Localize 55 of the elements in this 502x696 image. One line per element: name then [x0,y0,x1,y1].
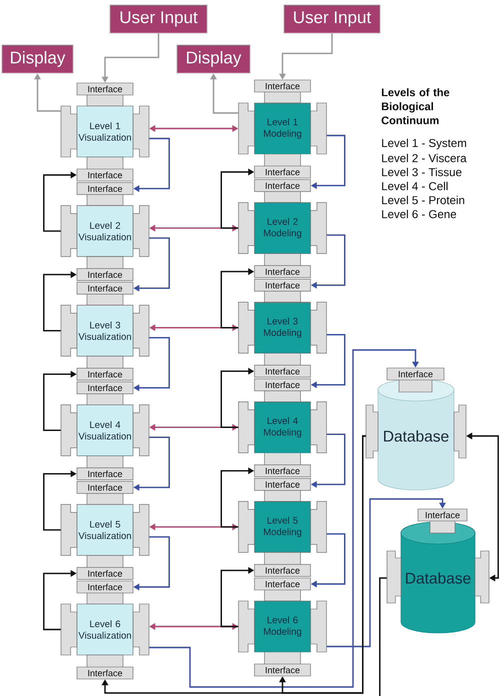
interface-box: Interface [76,382,134,406]
legend-entry: Level 3 - Tissue [382,168,462,176]
legend-heading: Levels of the Biological Continuum [382,88,450,124]
legend-entry: Level 6 - Gene [382,210,456,218]
interface-box: Interface [76,456,134,480]
database-cylinder: Database [386,522,490,634]
interface-box: Interface [254,652,311,676]
interface-box: Interface [254,452,311,478]
level-box: Level 5 Modeling [238,501,327,553]
connector-line [379,577,387,696]
interface-box: Interface [386,368,444,392]
level-box: Level 6 Visualization [60,604,150,656]
level-box: Level 1 Visualization [60,106,150,158]
legend-entry: Level 4 - Cell [382,182,448,190]
arrow [326,498,446,648]
legend-entry: Level 5 - Protein [382,196,464,204]
interface-box: Interface [254,253,311,278]
interface-box: Interface [76,82,134,106]
display-box: Display [176,44,250,74]
interface-box: Interface [418,508,468,534]
interface-box: Interface [76,356,134,380]
interface-box: Interface [254,154,311,178]
level-box: Level 2 Visualization [60,205,150,257]
level-box: Level 2 Modeling [238,202,327,254]
interface-box: Interface [254,179,311,203]
interface-box: Interface [76,182,134,206]
interface-box: Interface [254,352,311,378]
database-cylinder: Database [366,378,466,490]
interface-box: Interface [76,481,134,505]
level-box: Level 6 Modeling [238,600,327,652]
interface-box: Interface [76,580,134,604]
input-box: User Input [284,4,380,34]
arrow [149,349,419,688]
legend-entry: Level 2 - Viscera [382,154,467,162]
level-box: Level 4 Visualization [60,404,150,456]
display-box: Display [2,44,74,74]
interface-box: Interface [254,278,311,302]
level-box: Level 3 Modeling [238,302,327,354]
level-box: Level 5 Visualization [60,504,150,556]
interface-box: Interface [254,80,311,104]
level-box: Level 1 Modeling [238,102,327,154]
interface-box: Interface [76,555,134,580]
interface-box: Interface [76,256,134,281]
interface-box: Interface [254,578,311,602]
interface-box: Interface [76,654,134,680]
input-box: User Input [110,4,208,34]
legend-entry: Level 1 - System [382,138,466,150]
interface-box: Interface [254,378,311,402]
level-box: Level 3 Visualization [60,304,150,356]
interface-box: Interface [254,552,311,577]
level-box: Level 4 Modeling [238,402,327,454]
arrow [279,435,366,694]
interface-box: Interface [76,156,134,182]
interface-box: Interface [76,282,134,306]
interface-box: Interface [254,478,311,502]
